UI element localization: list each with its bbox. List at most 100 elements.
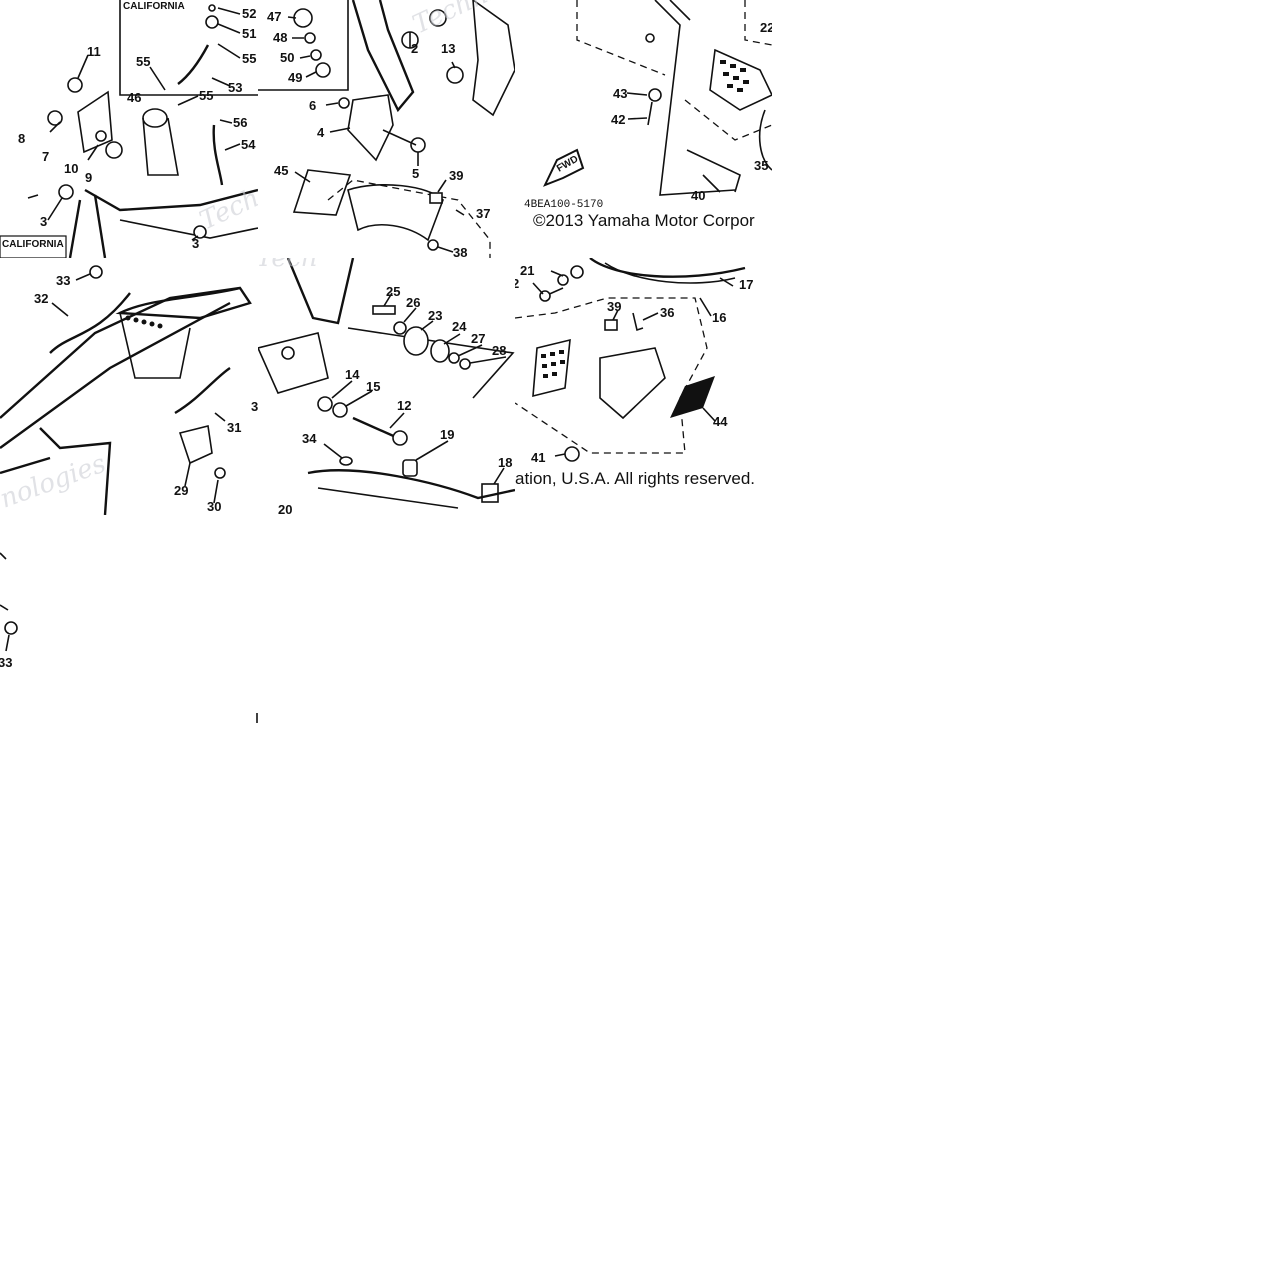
callout-49: 49: [288, 70, 302, 85]
bolt-25: [372, 305, 396, 315]
collar-24: [430, 339, 450, 363]
callout-35: 35: [754, 158, 768, 173]
callout-28: 28: [492, 343, 506, 358]
seat-rail: [115, 286, 252, 320]
callout-10: 10: [64, 161, 78, 176]
canister-46-top: [142, 108, 168, 128]
frame-lower-rail: [0, 301, 231, 449]
clip-top: [645, 33, 655, 43]
bar-40: [686, 149, 741, 193]
tile-engine-mount-upper-drawing: 47 48 50 49 2 13 6 4 5 45 39 37 38 Techn…: [258, 0, 515, 258]
callout-39: 39: [449, 168, 463, 183]
callout-50: 50: [280, 50, 294, 65]
dash-outline-left: [576, 0, 666, 76]
callout-30: 30: [207, 499, 221, 514]
bolt-41: [564, 446, 580, 462]
callout-44: 44: [713, 414, 728, 429]
nut-21: [570, 265, 584, 279]
callout-18: 18: [498, 455, 512, 470]
callout-11: 11: [87, 44, 101, 59]
mount-bracket-4: [347, 94, 394, 162]
watermark-tile4: nologies: [0, 449, 110, 515]
bracket-13-plate: [472, 0, 515, 117]
tile-partial-strip: 33: [0, 515, 258, 723]
collar-21: [557, 274, 569, 286]
hose-54: [212, 124, 224, 186]
leader-lines-tile2: [287, 16, 465, 253]
callout-4: 4: [317, 125, 325, 140]
tile-engine-mount-upper: 47 48 50 49 2 13 6 4 5 45 39 37 38 Techn…: [258, 0, 515, 258]
frame-rail-upper: [84, 188, 258, 212]
tile-engine-mount-lower-drawing: 25 26 23 24 27 28 14 15 12 34 19 18 20 T…: [258, 258, 515, 515]
california-box-outline: [119, 0, 258, 96]
leader-lines-tile5: [323, 292, 507, 485]
skid-plate-17-inner: [604, 262, 736, 284]
nut-28: [459, 358, 471, 370]
frame-holes: [125, 315, 163, 329]
damper-19: [402, 459, 418, 477]
valve-51: [205, 15, 219, 29]
washer-10: [95, 130, 107, 142]
callout-6: 6: [309, 98, 316, 113]
callout-43: 43: [613, 86, 627, 101]
callout-27: 27: [471, 331, 485, 346]
tile-partial-strip-drawing: 33: [0, 552, 258, 723]
leader-lines-tile6: [532, 270, 734, 457]
cap-52: [208, 4, 216, 12]
collar-top: [429, 9, 447, 27]
callout-48: 48: [273, 30, 287, 45]
callout-25: 25: [386, 284, 400, 299]
callout-40: 40: [691, 188, 705, 203]
callout-8: 8: [18, 131, 25, 146]
callout-9: 9: [85, 170, 92, 185]
bolt-12: [352, 416, 399, 440]
bolt-5-shaft: [382, 129, 417, 146]
callout-19: 19: [440, 427, 454, 442]
bolt-3a: [58, 184, 74, 200]
frame-down-bracket: [351, 0, 415, 113]
watermark-tile5: Tech: [258, 258, 318, 273]
tile-frame-overview-drawing: 33 32 31 3 29 30 nologies: [0, 265, 258, 515]
leader-lines-tile3: [626, 92, 721, 193]
frame-downtube: [68, 199, 82, 258]
clip-39: [429, 192, 443, 204]
guard-plate-37: [347, 184, 444, 242]
callout-54: 54: [241, 137, 256, 152]
tile-frame-front-drawing: CALIFORNIA 52 51: [0, 0, 258, 258]
copyright-part-b: ation, U.S.A. All rights reserved.: [515, 469, 755, 488]
bushing-23: [403, 326, 429, 356]
callout-56: 56: [233, 115, 247, 130]
part-code: 4BEA100-5170: [524, 199, 603, 211]
rivet-42: [647, 101, 653, 126]
callout-5: 5: [412, 166, 419, 181]
callout-26: 26: [406, 295, 420, 310]
nut-9: [105, 141, 123, 159]
tile-frame-overview: 33 32 31 3 29 30 nologies: [0, 258, 258, 515]
bolt-11: [67, 77, 83, 93]
callout-42: 42: [611, 112, 625, 127]
callout-45: 45: [274, 163, 288, 178]
mount-outline: [347, 327, 515, 399]
brace-32: [49, 292, 131, 354]
bracket-nut: [281, 346, 295, 360]
callout-38: 38: [453, 245, 467, 258]
callout-16: 16: [712, 310, 726, 325]
callout-39b: 39: [607, 299, 621, 314]
guard-dash-outline: [515, 297, 708, 454]
collar-34: [339, 456, 353, 466]
callout-34: 34: [302, 431, 317, 446]
callout-13: 13: [441, 41, 455, 56]
skid-plate-holes: [720, 60, 749, 92]
washer-27: [448, 352, 460, 364]
callout-41: 41: [531, 450, 545, 465]
brace-31: [174, 367, 231, 415]
callout-21: 21: [520, 263, 534, 278]
washer-48: [304, 32, 316, 44]
callout-14: 14: [345, 367, 360, 382]
callout-22: 22: [760, 20, 772, 35]
tile-engine-mount-lower: 25 26 23 24 27 28 14 15 12 34 19 18 20 T…: [258, 258, 515, 515]
callout-12: 12: [397, 398, 411, 413]
frame-crossmember: [119, 219, 258, 239]
leader-33b: [5, 634, 10, 652]
callout-3a: 3: [40, 214, 47, 229]
